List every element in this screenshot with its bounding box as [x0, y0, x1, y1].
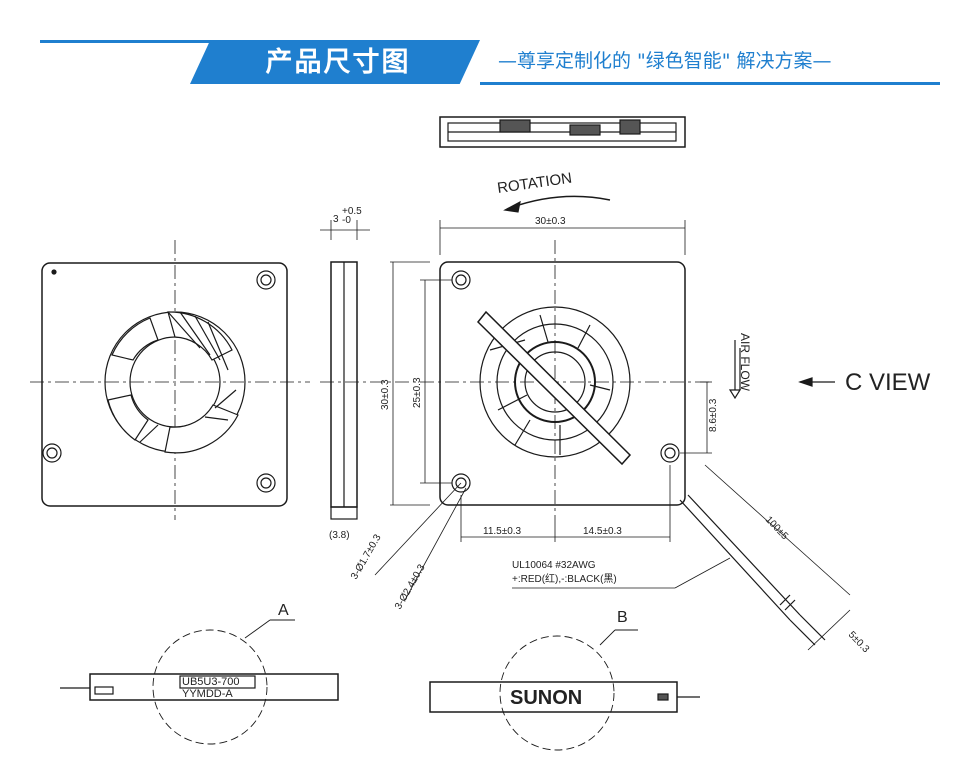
- wire-spec-line1: UL10064 #32AWG: [512, 560, 596, 571]
- header-bottom-rule: [480, 82, 940, 85]
- dim-x1: 11.5±0.3: [483, 526, 522, 537]
- dim-thickness: 3: [333, 214, 339, 225]
- dim-thickness-tol2: -0: [342, 215, 351, 226]
- dim-x2: 14.5±0.3: [583, 526, 622, 537]
- c-view-label: C VIEW: [845, 369, 931, 396]
- air-flow-arrow: [728, 340, 742, 400]
- detail-b-view: [429, 629, 700, 751]
- dim-thickness-tol: +0.5: [342, 206, 362, 217]
- dimension-drawing: ROTATION 3 +0.5 -0 (3.8): [30, 116, 931, 751]
- label-a-line1: UB5U3-700: [182, 676, 239, 688]
- dim-wire-exit: 8.6±0.3: [708, 398, 719, 432]
- fan-back-view: [30, 240, 310, 520]
- front-dimensions: [390, 220, 712, 542]
- top-edge-view: [439, 116, 686, 148]
- label-a-line2: YYMDD-A: [182, 688, 233, 700]
- dim-hole-spacing: 25±0.3: [412, 377, 423, 408]
- header-banner: [190, 40, 480, 84]
- dim-side-total: (3.8): [329, 530, 350, 541]
- rotation-arrow: [509, 195, 611, 209]
- dim-hole-large: 3-Ø2.4±0.3: [393, 562, 428, 611]
- air-flow-label: AIR FLOW: [738, 333, 752, 392]
- rotation-arrowhead: [503, 200, 521, 213]
- detail-a-view: [60, 619, 339, 745]
- rotation-label: ROTATION: [496, 170, 573, 197]
- wire-lead: [679, 464, 851, 651]
- brand-b: SUNON: [510, 687, 582, 709]
- dim-width: 30±0.3: [535, 216, 566, 227]
- detail-b-marker: B: [617, 609, 628, 626]
- fan-side-view: [320, 220, 370, 520]
- dim-height: 30±0.3: [380, 379, 391, 410]
- dim-wire-strip: 5±0.3: [846, 629, 872, 655]
- page-title: 产品尺寸图: [265, 47, 411, 78]
- detail-a-marker: A: [278, 602, 289, 619]
- fan-front-view: [320, 240, 710, 520]
- header-top-rule: [40, 40, 220, 43]
- wire-spec-line2: +:RED(红),-:BLACK(黑): [512, 572, 617, 585]
- dim-hole-small: 3-Ø1.7±0.3: [349, 532, 384, 581]
- page-subtitle: —尊享定制化的 "绿色智能" 解决方案—: [498, 50, 832, 72]
